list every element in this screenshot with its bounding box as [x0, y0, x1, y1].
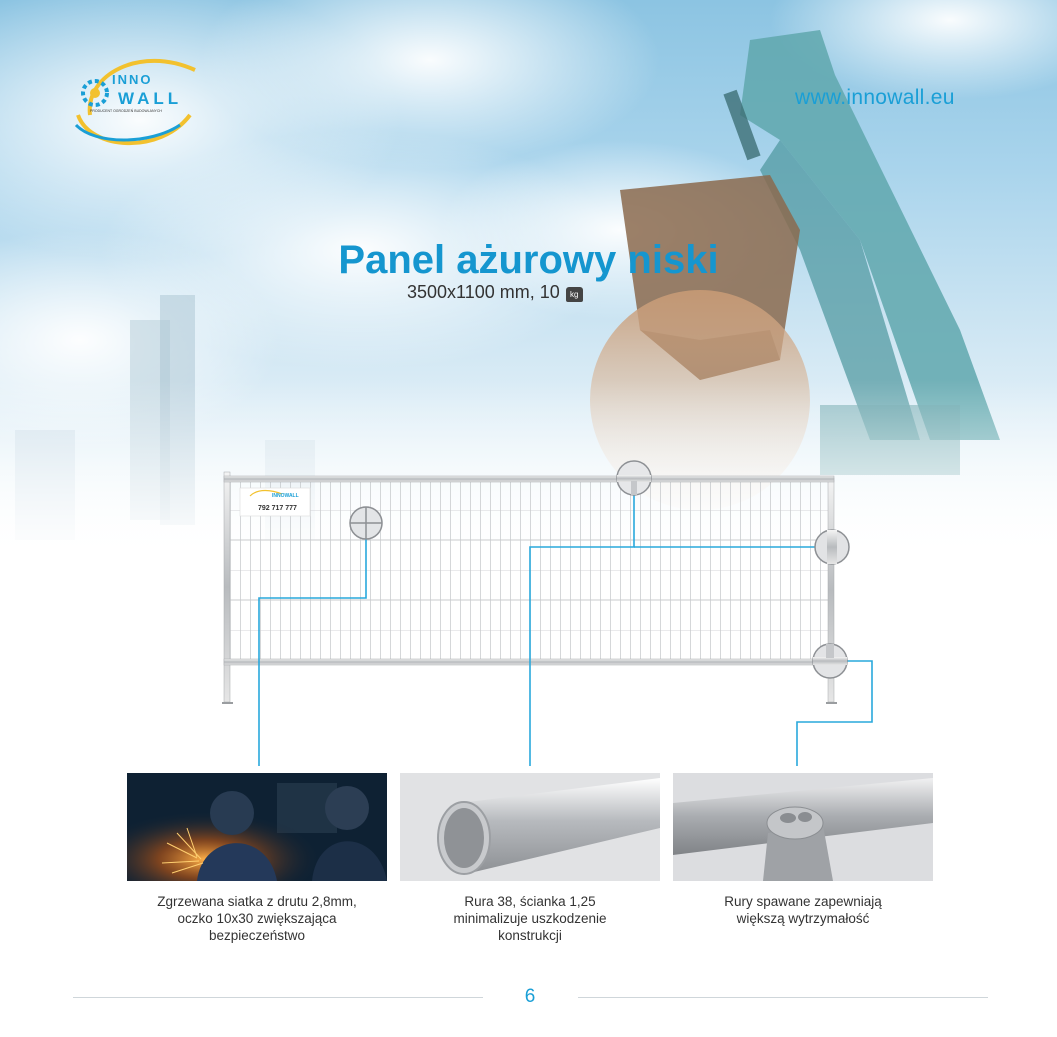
welded-joint-magnifier[interactable] [812, 643, 848, 679]
footer-divider-left [73, 997, 483, 998]
welder-image [127, 773, 387, 881]
welder-photo [127, 773, 387, 881]
product-title: Panel ażurowy niski [338, 238, 719, 282]
footer-divider-right [578, 997, 988, 998]
logo-mark-icon [74, 58, 196, 146]
dimensions-text: 3500x1100 mm, 10 [407, 282, 560, 302]
website-link[interactable]: www.innowall.eu [795, 86, 955, 109]
logo-text-bottom: WALL [118, 89, 183, 108]
product-dimensions: 3500x1100 mm, 10 kg [407, 282, 583, 303]
pipe-photo [400, 773, 660, 881]
pipe-image [400, 773, 660, 881]
weight-unit: kg [570, 289, 579, 299]
logo-tagline: PRODUCENT OGRODZEŃ BUDOWLANYCH [90, 109, 162, 113]
welded-joint-photo [673, 773, 933, 881]
welded-joint-image [673, 773, 933, 881]
feature-caption-weld: Rury spawane zapewniają większą wytrzyma… [724, 894, 882, 926]
logo-text-top: INNO [112, 72, 153, 87]
feature-caption-mesh: Zgrzewana siatka z drutu 2,8mm, oczko 10… [157, 894, 357, 943]
innowall-logo[interactable]: INNO WALL PRODUCENT OGRODZEŃ BUDOWLANYCH [70, 45, 205, 150]
feature-caption-pipe: Rura 38, ścianka 1,25 minimalizuje uszko… [453, 894, 607, 943]
page-number: 6 [524, 986, 536, 1007]
weight-icon: kg [565, 286, 583, 302]
